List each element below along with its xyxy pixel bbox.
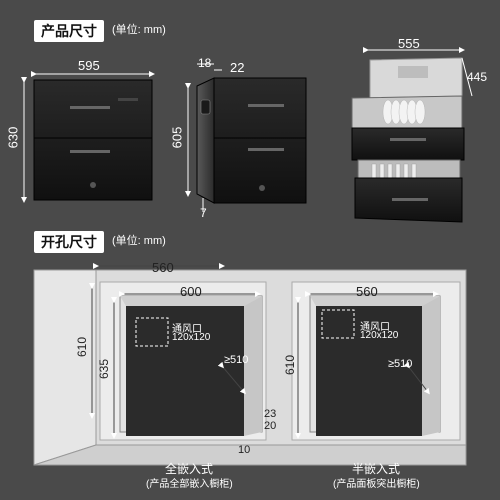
full-vent-label: 通风口: [172, 324, 202, 335]
half-embed-opening: [291, 281, 461, 441]
cabinet-top-width-label: 560: [152, 260, 174, 275]
section-product-size-unit: (单位: mm): [112, 24, 166, 36]
product-handle-depth-label: 18: [198, 56, 212, 70]
half-embed-caption: 半嵌入式: [352, 462, 401, 476]
product-side-depth-label: 22: [230, 60, 245, 75]
full-depth-dim: [217, 361, 246, 395]
full-inner-height-label: 635: [97, 358, 112, 380]
section-cutout-size-title: 开孔尺寸: [34, 231, 104, 253]
half-depth-label: ≥510: [388, 358, 413, 370]
product-height-label: 630: [5, 126, 21, 149]
product-open-width-label: 555: [398, 36, 420, 51]
full-gap-c-label: 10: [238, 444, 251, 456]
product-width-label: 595: [78, 58, 100, 73]
full-depth-label: ≥510: [224, 354, 249, 366]
full-gap-a-label: 23: [264, 408, 277, 420]
half-vent-label: 通风口: [360, 322, 390, 333]
full-outer-height-label: 610: [75, 336, 90, 358]
product-side-height-label: 605: [169, 126, 185, 149]
half-depth-dim: [403, 361, 430, 395]
product-bottom-gap-label: 7: [200, 206, 207, 220]
half-vent-size: 120x120: [360, 330, 399, 341]
full-embed-caption: 全嵌入式: [165, 462, 214, 476]
section-cutout-size-unit: (单位: mm): [112, 235, 166, 247]
full-gap-b-label: 20: [264, 420, 277, 432]
full-inner-width-label: 600: [180, 284, 202, 299]
open-depth-dim: [461, 57, 473, 97]
half-embed-subcaption: (产品面板突出橱柜): [333, 479, 420, 490]
full-vent-size: 120x120: [172, 332, 211, 343]
product-open-depth-label: 445: [467, 70, 488, 84]
product-front-view: [33, 79, 153, 201]
half-inner-width-label: 560: [356, 284, 378, 299]
full-embed-subcaption: (产品全部嵌入橱柜): [146, 479, 233, 490]
section-product-size-title: 产品尺寸: [34, 20, 104, 42]
product-open-view: [351, 57, 465, 223]
full-embed-opening: [99, 281, 267, 441]
product-side-view: [196, 77, 307, 204]
half-inner-height-label: 610: [283, 354, 298, 376]
